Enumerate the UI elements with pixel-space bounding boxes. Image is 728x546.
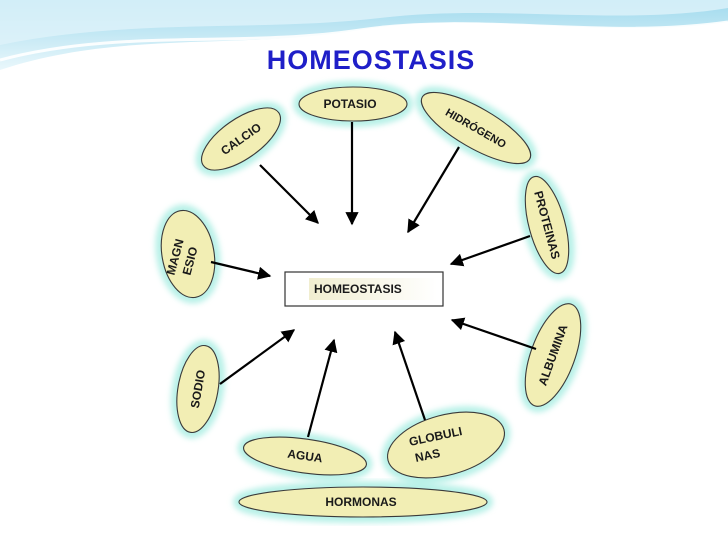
label-sodio: SODIO [188,369,209,410]
node-hormonas: HORMONAS [233,481,493,523]
arrow-sodio [219,329,296,385]
center-label: HOMEOSTASIS [314,282,402,296]
node-agua: AGUA [237,431,373,481]
label-potasio: POTASIO [323,97,376,111]
node-globulinas: GLOBULI NAS [381,406,511,484]
label-hormonas: HORMONAS [325,495,396,509]
node-hidrogeno: HIDRÓGENO [415,86,537,170]
label-globulinas-line2: NAS [414,446,442,465]
label-agua: AGUA [287,447,324,466]
page-title: HOMEOSTASIS [267,45,476,75]
arrow-agua [306,338,338,438]
arrow-proteinas [449,234,531,267]
arrow-hidrogeno [407,146,460,234]
arrows [210,122,537,438]
node-proteinas: PROTEINAS [519,170,575,280]
node-sodio: SODIO [170,339,226,439]
arrow-calcio [259,164,319,224]
node-albumina: ALBUMINA [519,297,587,413]
arrow-globulinas [392,330,427,421]
arrow-magnesio [210,260,272,280]
center-node: HOMEOSTASIS [284,271,444,307]
node-magnesio: MAGN ESIO [155,204,221,304]
node-potasio: POTASIO [293,81,413,127]
arrow-albumina [450,317,537,351]
node-calcio: CALCIO [195,101,287,177]
header-wave [0,0,728,70]
